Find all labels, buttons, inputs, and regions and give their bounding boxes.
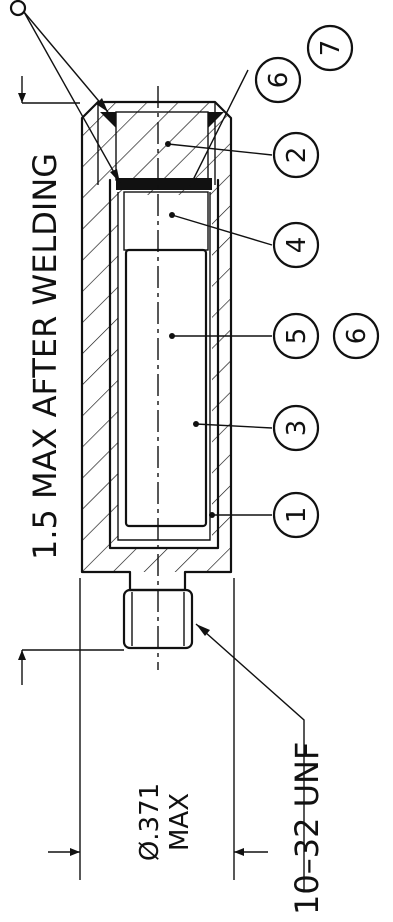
balloon-5-label: 5 <box>282 328 312 345</box>
leader-1-dot <box>209 512 215 518</box>
leader-3 <box>195 423 273 429</box>
leader-3-dot <box>193 421 199 427</box>
dia-arrow-left <box>70 848 80 856</box>
weld-left <box>100 112 116 128</box>
leader-thread-arrow <box>196 624 210 636</box>
leader-4-dot <box>169 212 175 218</box>
balloon-6-bottom: 6 <box>332 312 380 360</box>
dia-arrow-right <box>234 848 244 856</box>
balloon-4: 4 <box>272 221 320 269</box>
housing-outline <box>80 100 233 592</box>
balloon-6-top: 6 <box>254 56 302 104</box>
leader-2 <box>167 143 273 156</box>
weld-leader-1-arrow <box>96 98 108 112</box>
housing-bore-outline <box>108 178 220 550</box>
insert-block <box>123 191 209 251</box>
balloon-7: 7 <box>306 24 354 72</box>
balloon-3: 3 <box>272 404 320 452</box>
top-arrowhead <box>18 93 26 103</box>
balloon-1-label: 1 <box>282 507 312 524</box>
weld-leaders <box>9 0 121 184</box>
diameter-value: Ø.371 <box>135 783 165 861</box>
weld-leader-2 <box>23 11 121 184</box>
crystal-rod <box>124 248 208 528</box>
thread-note: 10–32 UNF <box>288 742 326 915</box>
leader-2-dot <box>165 141 171 147</box>
balloon-1: 1 <box>272 491 320 539</box>
leader-7-6 <box>189 69 249 187</box>
balloon-5: 5 <box>272 312 320 360</box>
balloon-3-label: 3 <box>282 420 312 437</box>
weld-right <box>208 112 224 128</box>
balloon-6-bottom-label: 6 <box>342 328 372 345</box>
leader-thread <box>195 623 305 890</box>
length-dimension <box>18 76 124 685</box>
weld-symbol-circle <box>9 0 27 17</box>
diameter-dimension <box>48 578 268 880</box>
balloon-7-label: 7 <box>316 40 346 57</box>
bottom-arrowhead <box>18 650 26 660</box>
leader-5-dot <box>169 333 175 339</box>
weld-leader-2-arrow <box>110 169 120 183</box>
sleeve-outline <box>117 192 211 541</box>
leader-4 <box>171 214 273 246</box>
balloon-2-label: 2 <box>282 147 312 164</box>
weld-leader-1 <box>23 11 109 113</box>
balloon-4-label: 4 <box>282 237 312 254</box>
balloon-6-top-label: 6 <box>264 72 294 89</box>
balloon-leaders <box>165 69 305 890</box>
diameter-qualifier: MAX <box>165 793 195 851</box>
balloon-2: 2 <box>272 131 320 179</box>
weld-note: 1.5 MAX AFTER WELDING <box>26 153 64 560</box>
seal-plate <box>116 178 212 190</box>
